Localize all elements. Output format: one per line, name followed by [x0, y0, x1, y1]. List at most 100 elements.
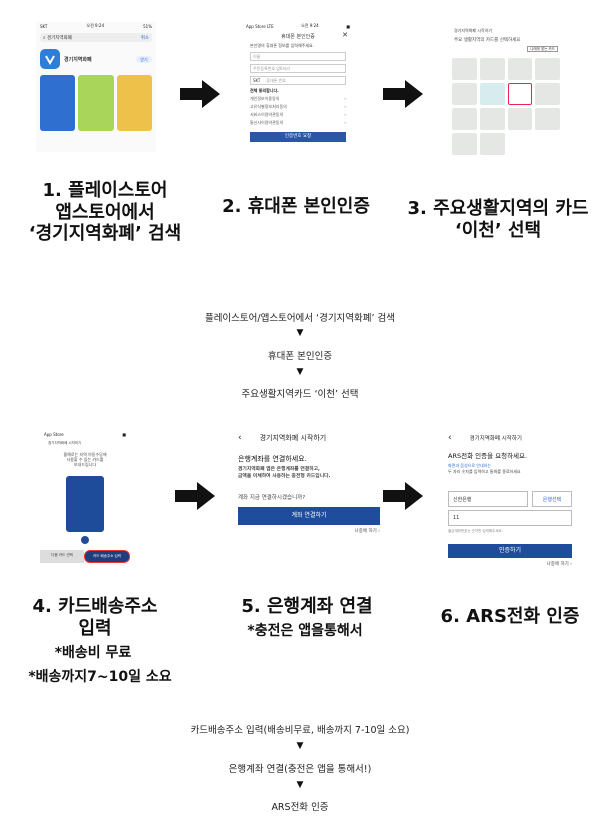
- screenshot-phone-verify: App Store LTE 오전 9:24 ■ 휴대폰 본인인증 ✕ 본인명의 …: [242, 22, 354, 182]
- flow-step-text: 카드배송주소 입력(배송비무료, 배송까지 7-10일 소요): [190, 725, 410, 736]
- carrier-label: SKT: [40, 23, 48, 29]
- heading-text: ARS전화 인증을 요청하세요.: [448, 452, 528, 460]
- cancel-button[interactable]: 취소: [140, 35, 149, 41]
- region-card[interactable]: [479, 108, 505, 131]
- region-card[interactable]: [452, 58, 477, 81]
- close-icon[interactable]: ✕: [342, 31, 348, 39]
- enter-address-button[interactable]: 카드 배송주소 입력: [84, 549, 130, 563]
- arrow-right-icon: [175, 480, 215, 512]
- region-card[interactable]: [479, 58, 505, 81]
- step5-note: *충전은 앱을통해서: [247, 623, 363, 639]
- battery-label: 51%: [143, 23, 152, 29]
- region-card[interactable]: [535, 83, 560, 106]
- down-triangle-icon: ▼: [296, 780, 304, 790]
- screen-header: ‹ 경기지역화폐 시작하기: [230, 428, 388, 448]
- term-item[interactable]: 개인정보이용동의›: [250, 95, 346, 101]
- step3-caption: 3. 주요생활지역의 카드 ‘이천’ 선택: [407, 198, 589, 241]
- search-bar[interactable]: ⌕ 경기지역화폐 취소: [40, 33, 152, 42]
- screenshot-thumb: [116, 75, 152, 131]
- step2-caption: 2. 휴대폰 본인인증: [222, 196, 370, 217]
- screenshot-thumb: [40, 75, 76, 131]
- search-icon: ⌕: [43, 35, 46, 41]
- region-card[interactable]: [535, 108, 560, 131]
- request-code-button[interactable]: 인증번호 요청: [250, 131, 346, 142]
- later-link[interactable]: 나중에 하기 ›: [354, 529, 380, 535]
- region-card[interactable]: [507, 108, 533, 131]
- flow-step-text: 휴대폰 본인인증: [267, 351, 333, 362]
- account-number-field[interactable]: 11: [448, 510, 572, 527]
- verify-button[interactable]: 인증하기: [448, 544, 572, 559]
- down-triangle-icon: ▼: [296, 328, 304, 338]
- arrow-right-icon: [383, 480, 423, 512]
- status-bar: App Store■: [44, 431, 126, 437]
- flow-step-text: 은행계좌 연결(충전은 앱을 통해서!): [228, 764, 372, 775]
- status-bar: SKT 오전 9:24 51%: [36, 22, 156, 30]
- hint-text: 출금계좌번호는 숫자만 입력해주세요.: [448, 529, 503, 534]
- select-other-card-button[interactable]: 다음 카드 선택: [40, 549, 84, 563]
- screen-title: 경기지역화폐 시작하기: [48, 441, 82, 445]
- check-icon: [81, 535, 89, 544]
- flow-step-text: ARS전화 인증: [271, 802, 329, 813]
- heading-text: 은행계좌를 연결하세요.: [238, 455, 307, 463]
- app-logo-icon: [40, 49, 60, 69]
- step6-caption: 6. ARS전화 인증: [440, 606, 580, 627]
- term-item[interactable]: 통신사이용약관동의›: [250, 119, 346, 125]
- screen-title: 휴대폰 본인인증 ✕: [281, 31, 348, 40]
- body-text: 화면과 음성으로 안내하는 두 자리 숫자를 입력하고 통화를 종료하세요: [448, 463, 521, 475]
- card-image: [66, 475, 104, 532]
- screen-title: 경기지역화폐 시작하기: [469, 436, 522, 442]
- region-card[interactable]: [479, 83, 505, 106]
- down-triangle-icon: ▼: [296, 367, 304, 377]
- search-input[interactable]: 경기지역화폐: [46, 35, 72, 41]
- intro-text: 본인명의 휴대폰 정보를 입력해주세요.: [250, 43, 314, 48]
- later-link[interactable]: 나중에 하기 ›: [546, 562, 572, 568]
- screenshot-ars-verify: ‹ 경기지역화폐 시작하기 ARS전화 인증을 요청하세요. 화면과 음성으로 …: [440, 428, 580, 590]
- region-card-grid: [446, 54, 566, 159]
- region-card[interactable]: [452, 108, 477, 131]
- name-field[interactable]: 이름: [250, 51, 346, 61]
- screenshot-appstore-search: SKT 오전 9:24 51% ⌕ 경기지역화폐 취소 경기지역화폐 받기: [36, 22, 156, 152]
- region-card[interactable]: [452, 133, 477, 156]
- time-label: 오전 9:24: [86, 23, 105, 28]
- question-text: 계좌 지금 연결하시겠습니까?: [238, 495, 306, 502]
- region-card[interactable]: [507, 58, 533, 81]
- instruction-text: 주요 생활지역의 카드를 선택하세요: [454, 37, 521, 43]
- screenshot-region-select: 경기지역화폐 시작하기 주요 생활지역의 카드를 선택하세요 나에게 맞는 카드: [446, 22, 566, 184]
- flow-step-text: 주요생활지역카드 ‘이천’ 선택: [241, 389, 359, 400]
- birth-field[interactable]: 주민등록번호 앞6자리: [250, 63, 346, 73]
- body-text: 경기지역화폐 앱은 은행계좌를 연결하고, 금액을 이체하여 사용하는 충전형 …: [238, 467, 331, 480]
- region-card[interactable]: [535, 58, 560, 81]
- flow-step-text: 플레이스토어/앱스토어에서 ‘경기지역화폐’ 검색: [204, 313, 396, 324]
- term-item[interactable]: 서비스이용약관동의›: [250, 111, 346, 117]
- status-bar: App Store LTE 오전 9:24 ■: [246, 23, 350, 29]
- app-screenshots: [36, 73, 156, 133]
- arrow-right-icon: [180, 78, 220, 110]
- help-button[interactable]: 나에게 맞는 카드: [527, 46, 558, 53]
- agree-all-checkbox[interactable]: 전체 동의합니다.: [250, 87, 279, 93]
- step1-caption: 1. 플레이스토어 앱스토어에서 ‘경기지역화폐’ 검색: [28, 180, 182, 245]
- back-icon[interactable]: ‹: [448, 433, 452, 443]
- get-button[interactable]: 받기: [136, 55, 152, 63]
- term-item[interactable]: 고유식별정보처리동의›: [250, 103, 346, 109]
- screen-title: 경기지역화폐 시작하기: [454, 28, 493, 33]
- down-triangle-icon: ▼: [296, 741, 304, 751]
- select-bank-button[interactable]: 은행선택: [532, 491, 572, 508]
- connect-account-button[interactable]: 계좌 연결하기: [238, 507, 380, 526]
- screenshot-thumb: [78, 75, 114, 131]
- step4-note: *배송까지7~10일 소요: [28, 669, 172, 685]
- bank-field[interactable]: 신한은행: [448, 491, 528, 508]
- app-name: 경기지역화폐: [64, 56, 92, 63]
- screen-header: ‹ 경기지역화폐 시작하기: [440, 428, 580, 448]
- region-card-selected[interactable]: [507, 83, 533, 106]
- region-card[interactable]: [452, 83, 477, 106]
- time-label: 오전 9:24: [301, 23, 319, 28]
- app-result[interactable]: 경기지역화폐 받기: [36, 45, 156, 73]
- arrow-right-icon: [383, 78, 423, 110]
- screen-title: 경기지역화폐 시작하기: [259, 434, 327, 442]
- region-card[interactable]: [479, 133, 505, 156]
- back-icon[interactable]: ‹: [238, 433, 242, 443]
- step4-caption: 4. 카드배송주소 입력: [32, 596, 158, 639]
